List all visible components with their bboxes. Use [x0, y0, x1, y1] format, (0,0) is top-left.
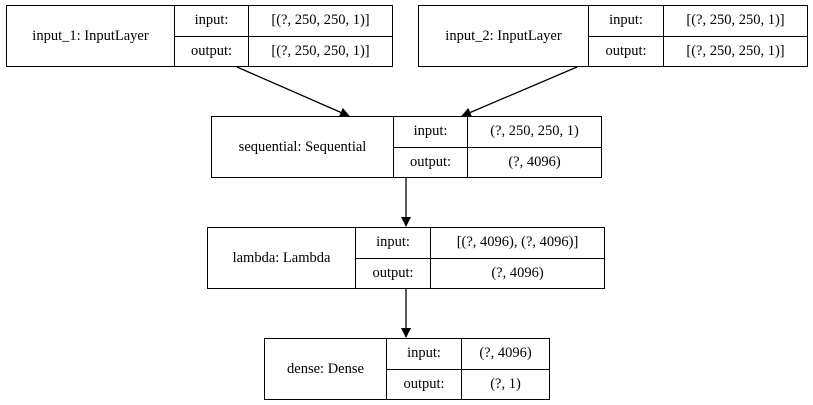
output-shape: (?, 1) — [490, 375, 521, 392]
input-label: input: — [175, 6, 248, 37]
node-name: lambda: Lambda — [208, 228, 356, 288]
edge-input1-to-sequential — [236, 66, 350, 117]
node-input-1: input_1: InputLayer input: output: [(?, … — [6, 5, 393, 67]
output-label: output: — [605, 42, 647, 59]
input-label: input: — [356, 228, 430, 259]
input-shape: (?, 4096) — [462, 339, 549, 370]
node-name: input_1: InputLayer — [7, 6, 175, 66]
node-name: input_2: InputLayer — [419, 6, 589, 66]
node-name: dense: Dense — [265, 339, 387, 399]
input-shape: [(?, 250, 250, 1)] — [249, 6, 392, 37]
output-label: output: — [403, 375, 445, 392]
node-dense: dense: Dense input: output: (?, 4096) (?… — [264, 338, 550, 400]
output-label: output: — [190, 42, 233, 59]
output-label: output: — [409, 153, 452, 170]
output-shape: [(?, 250, 250, 1)] — [271, 42, 370, 59]
output-shape: (?, 4096) — [508, 153, 561, 170]
node-lambda: lambda: Lambda input: output: [(?, 4096)… — [207, 227, 605, 289]
node-input-2: input_2: InputLayer input: output: [(?, … — [418, 5, 808, 67]
input-label: input: — [589, 6, 663, 37]
edge-input2-to-sequential — [461, 66, 578, 118]
node-sequential: sequential: Sequential input: output: (?… — [211, 116, 602, 178]
input-label: input: — [394, 117, 467, 148]
input-shape: [(?, 4096), (?, 4096)] — [431, 228, 604, 259]
node-name: sequential: Sequential — [212, 117, 394, 177]
output-shape: [(?, 250, 250, 1)] — [686, 42, 785, 59]
output-shape: (?, 4096) — [491, 264, 544, 281]
input-label: input: — [387, 339, 461, 370]
input-shape: [(?, 250, 250, 1)] — [664, 6, 807, 37]
input-shape: (?, 250, 250, 1) — [468, 117, 601, 148]
output-label: output: — [372, 264, 414, 281]
